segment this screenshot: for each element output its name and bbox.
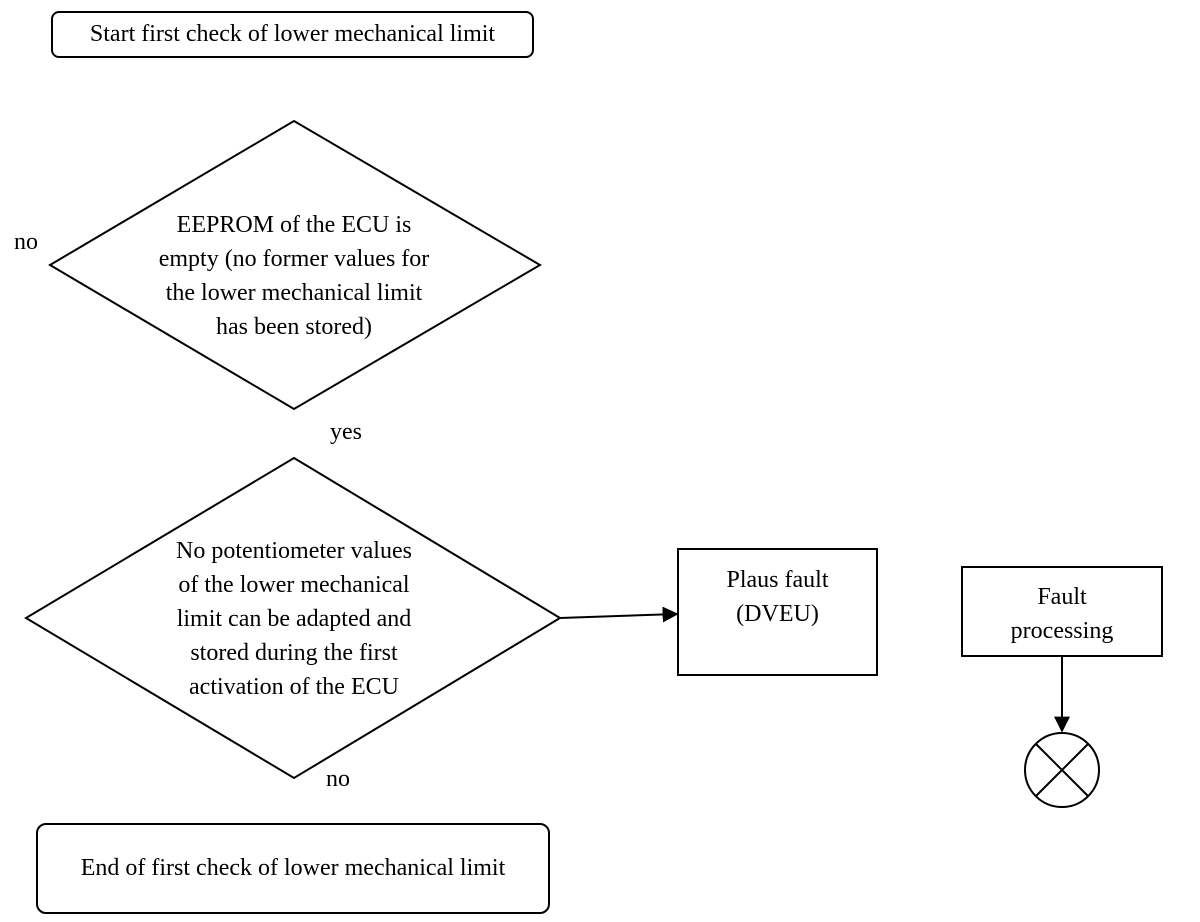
arrow-to-plaus-fault [559, 606, 679, 623]
decision-eeprom-text: EEPROM of the ECU is empty (no former va… [120, 208, 468, 344]
plaus-fault-line: Plaus fault [726, 567, 829, 593]
label-no-top: no [14, 229, 38, 255]
decision-potentiometer-text: No potentiometer values of the lower mec… [120, 534, 468, 704]
fault-processing-line: processing [1010, 618, 1114, 644]
decision-diamond-potentiometer [24, 456, 562, 780]
circle-x-icon [1024, 732, 1100, 808]
fault-processing-box [961, 566, 1163, 657]
label-no-bottom: no [326, 766, 350, 792]
fault-processing-text: Fault processing [962, 580, 1162, 648]
start-box [51, 11, 534, 58]
decision-eeprom-line: EEPROM of the ECU is [176, 212, 412, 238]
plaus-fault-text: Plaus fault (DVEU) [678, 563, 877, 631]
decision-diamond-eeprom [48, 119, 542, 411]
decision-eeprom-line: the lower mechanical limit [165, 280, 423, 306]
decision-potentiometer-line: activation of the ECU [189, 674, 399, 700]
decision-potentiometer-line: of the lower mechanical [178, 572, 410, 598]
start-box-text: Start first check of lower mechanical li… [89, 21, 496, 47]
plaus-fault-line: (DVEU) [736, 601, 819, 627]
fault-processing-line: Fault [1037, 584, 1087, 610]
end-box-text: End of first check of lower mechanical l… [80, 855, 506, 881]
decision-potentiometer-line: stored during the first [190, 640, 398, 666]
label-yes: yes [330, 419, 362, 445]
decision-potentiometer-line: No potentiometer values [176, 538, 412, 564]
plaus-fault-box [677, 548, 878, 676]
end-box [36, 823, 550, 914]
decision-eeprom-line: has been stored) [216, 314, 372, 340]
decision-potentiometer-line: limit can be adapted and [176, 606, 412, 632]
decision-eeprom-line: empty (no former values for [158, 246, 430, 272]
